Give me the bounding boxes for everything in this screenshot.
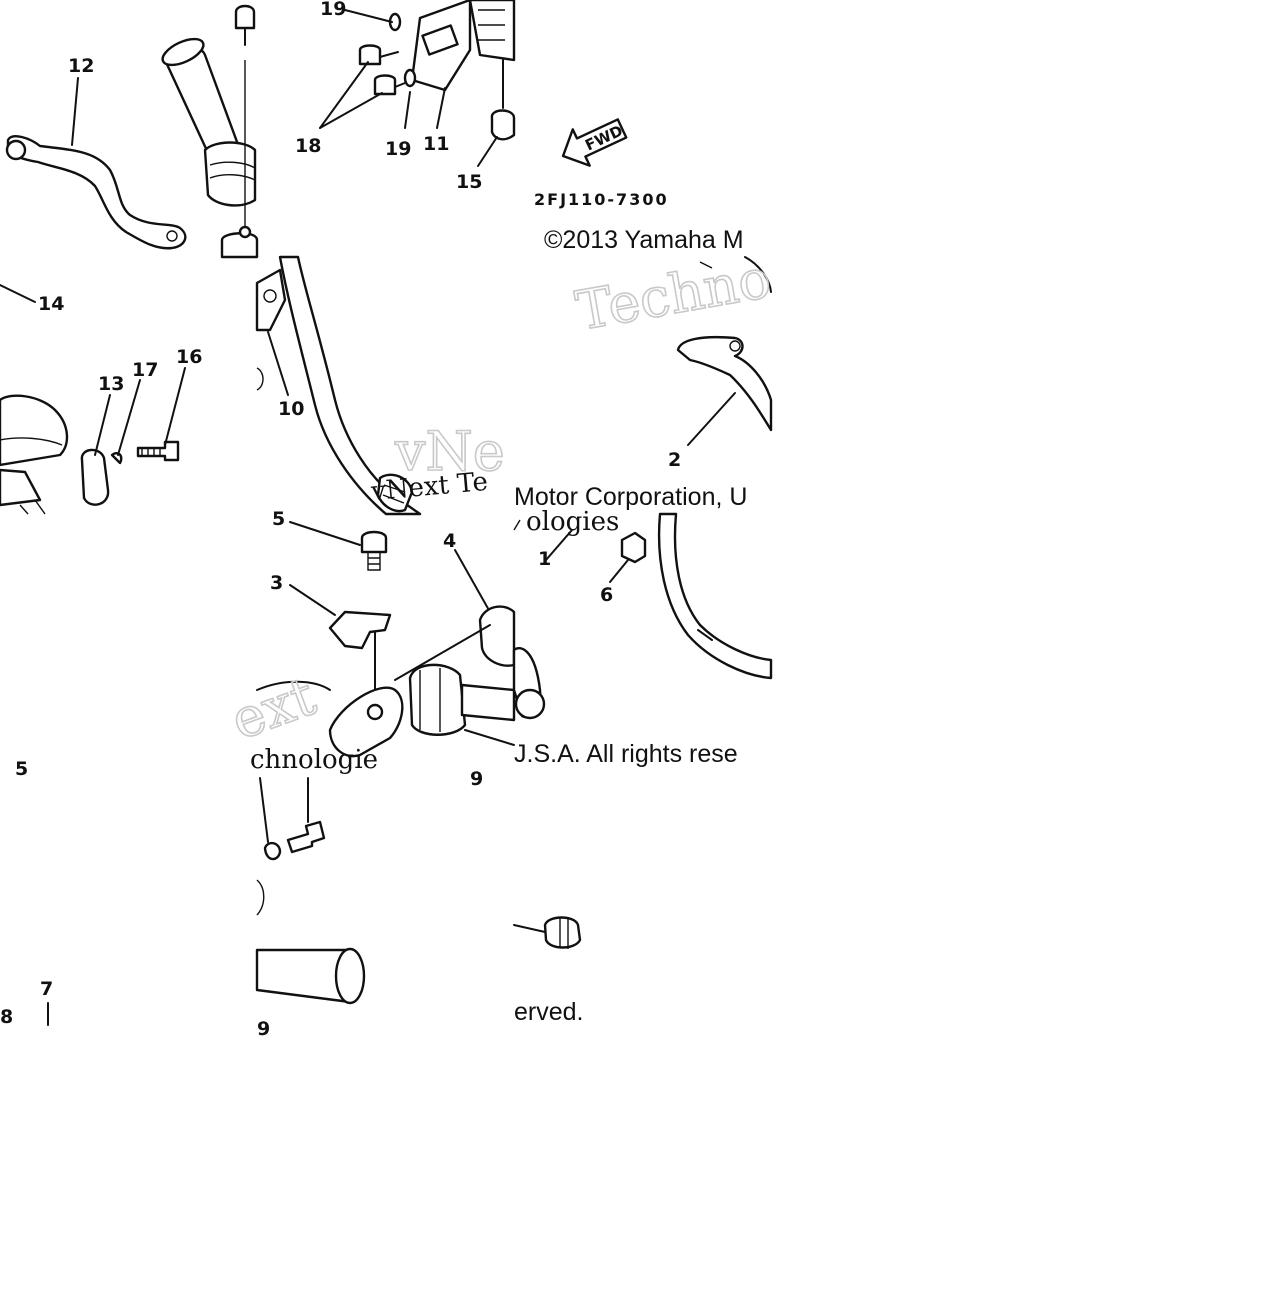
right-grip-end (334, 947, 366, 1005)
bolt-5 (360, 530, 388, 554)
master-cylinder-part (0, 394, 69, 467)
tile-bar-end: erved. (513, 916, 583, 1026)
callout-13: 13 (98, 373, 124, 395)
copyright-segment-2: Motor Corporation, U (514, 483, 747, 511)
brake-hose-part (657, 512, 773, 680)
tile-lower-left: 5 7 8 (0, 758, 53, 1028)
nut-6 (620, 531, 647, 564)
holder-part-3 (328, 610, 392, 650)
watermark-chnologie: chnologie (250, 745, 378, 775)
callout-9: 9 (470, 768, 483, 790)
clutch-lever-part (6, 135, 187, 250)
lever-ball-end (5, 139, 27, 161)
tile-handlebar: 10 vNe vNext Te (255, 255, 506, 516)
bolt-top (234, 4, 256, 30)
callout-4: 4 (443, 530, 456, 552)
callout-2: 2 (668, 449, 681, 471)
callout-16: 16 (176, 346, 202, 368)
lever-bracket-part (328, 686, 404, 758)
watermark-ext: ext (223, 664, 324, 752)
copyright-segment-1: ©2013 Yamaha M (544, 226, 744, 254)
brake-lever-part (676, 335, 773, 432)
bar-end-weight (543, 916, 582, 949)
callout-1: 1 (538, 548, 551, 570)
callout-12: 12 (68, 55, 94, 77)
switch-housing-part (408, 663, 467, 736)
tile-brake-cable: 1 6 ologies J.S.A. All rights rese (512, 507, 773, 768)
copyright-segment-4: erved. (514, 998, 583, 1026)
part-code: 2FJ110-7300 (534, 190, 669, 209)
callout-5: 5 (272, 508, 285, 530)
tile-brake-lever: 2 Techno Motor Corporation, U (514, 246, 776, 511)
lever-pivot-hole (166, 230, 178, 242)
callout-8: 8 (0, 1006, 13, 1028)
tile-clutch-lever: 12 (5, 4, 259, 259)
clamp-part (80, 448, 110, 506)
callout-7: 7 (40, 978, 53, 1000)
tile-forward-arrow: FWD 2FJ110-7300 ©2013 Yamaha M (534, 118, 744, 254)
callout-17: 17 (132, 359, 158, 381)
bracket-part-10 (255, 268, 287, 332)
tile-master-cylinder: 14 13 17 16 (0, 284, 202, 515)
grip-end-cap (161, 37, 205, 67)
callout-19-bottom: 19 (385, 138, 411, 160)
screw-1 (358, 44, 382, 66)
callout-fragment-9: 9 (257, 1018, 270, 1040)
callout-3: 3 (270, 572, 283, 594)
callout-14: 14 (38, 293, 64, 315)
bolt-16 (136, 440, 180, 462)
tile-right-grip: 9 9 (255, 768, 483, 1040)
watermark-techno: Techno (571, 247, 775, 343)
callout-9-fragment: 5 (15, 758, 28, 780)
callout-19-top: 19 (320, 0, 346, 20)
copyright-segment-3: J.S.A. All rights rese (514, 740, 738, 768)
holder-part-4 (478, 605, 516, 667)
tile-switch-assembly: 5 3 4 ext chnologie (222, 508, 516, 775)
screw-9 (286, 820, 326, 854)
watermark-ologies: ologies (526, 507, 619, 537)
watermark-vne: vNe (394, 420, 505, 483)
screw-2 (373, 74, 397, 96)
callout-18: 18 (295, 135, 321, 157)
callout-15: 15 (456, 171, 482, 193)
watermark-vnext: vNext Te (369, 467, 489, 507)
callout-10: 10 (278, 398, 304, 420)
callout-11: 11 (423, 133, 449, 155)
fwd-arrow-icon: FWD (561, 118, 628, 167)
tile-switch-box: 19 18 19 11 15 (295, 0, 516, 193)
handlebar-part (278, 255, 422, 516)
grommet-part (490, 109, 516, 141)
callout-6: 6 (600, 584, 613, 606)
